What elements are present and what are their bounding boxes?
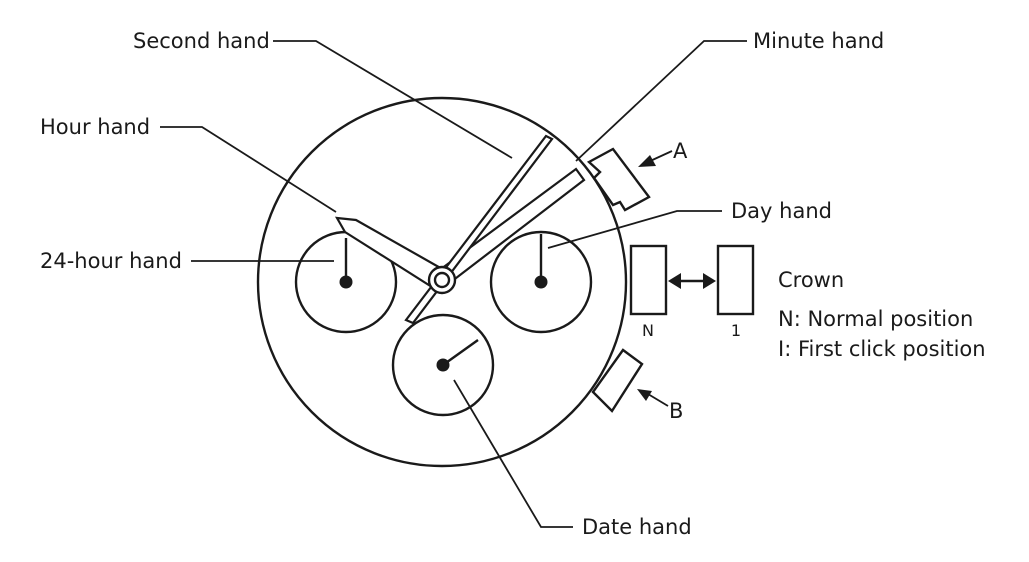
crown-position-first-click[interactable] xyxy=(716,244,755,316)
pusher-a-label: A xyxy=(673,139,688,163)
hour-hand xyxy=(334,216,446,289)
label-minute-hand: Minute hand xyxy=(753,29,884,53)
second-hand xyxy=(404,134,554,325)
subdial-day xyxy=(489,230,593,334)
crown-position-normal[interactable] xyxy=(629,244,668,316)
pusher-b-label: B xyxy=(669,399,683,423)
pusher-b-arrow xyxy=(637,389,669,407)
crown-legend-normal: N: Normal position xyxy=(778,307,973,331)
pusher-b[interactable] xyxy=(591,348,644,413)
double-arrow-icon xyxy=(668,273,716,289)
label-second-hand: Second hand xyxy=(133,29,270,53)
leader-hour-hand xyxy=(160,126,337,213)
watch-case xyxy=(256,96,628,468)
pusher-a-arrow xyxy=(638,150,673,167)
leader-second-hand xyxy=(273,40,513,159)
crown-title: Crown xyxy=(778,268,844,292)
label-24-hour-hand: 24-hour hand xyxy=(40,249,182,273)
label-hour-hand: Hour hand xyxy=(40,115,150,139)
center-pinion xyxy=(427,265,457,295)
leader-minute-hand xyxy=(575,40,747,162)
label-day-hand: Day hand xyxy=(731,199,832,223)
crown-position-first-label: 1 xyxy=(731,321,741,340)
crown-position-normal-label: N xyxy=(642,321,654,340)
pusher-a[interactable] xyxy=(586,147,651,212)
crown-legend-first: I: First click position xyxy=(778,337,986,361)
leader-date-hand xyxy=(453,379,573,528)
label-date-hand: Date hand xyxy=(582,515,692,539)
leader-day-hand xyxy=(547,210,722,249)
subdial-date xyxy=(391,313,495,417)
